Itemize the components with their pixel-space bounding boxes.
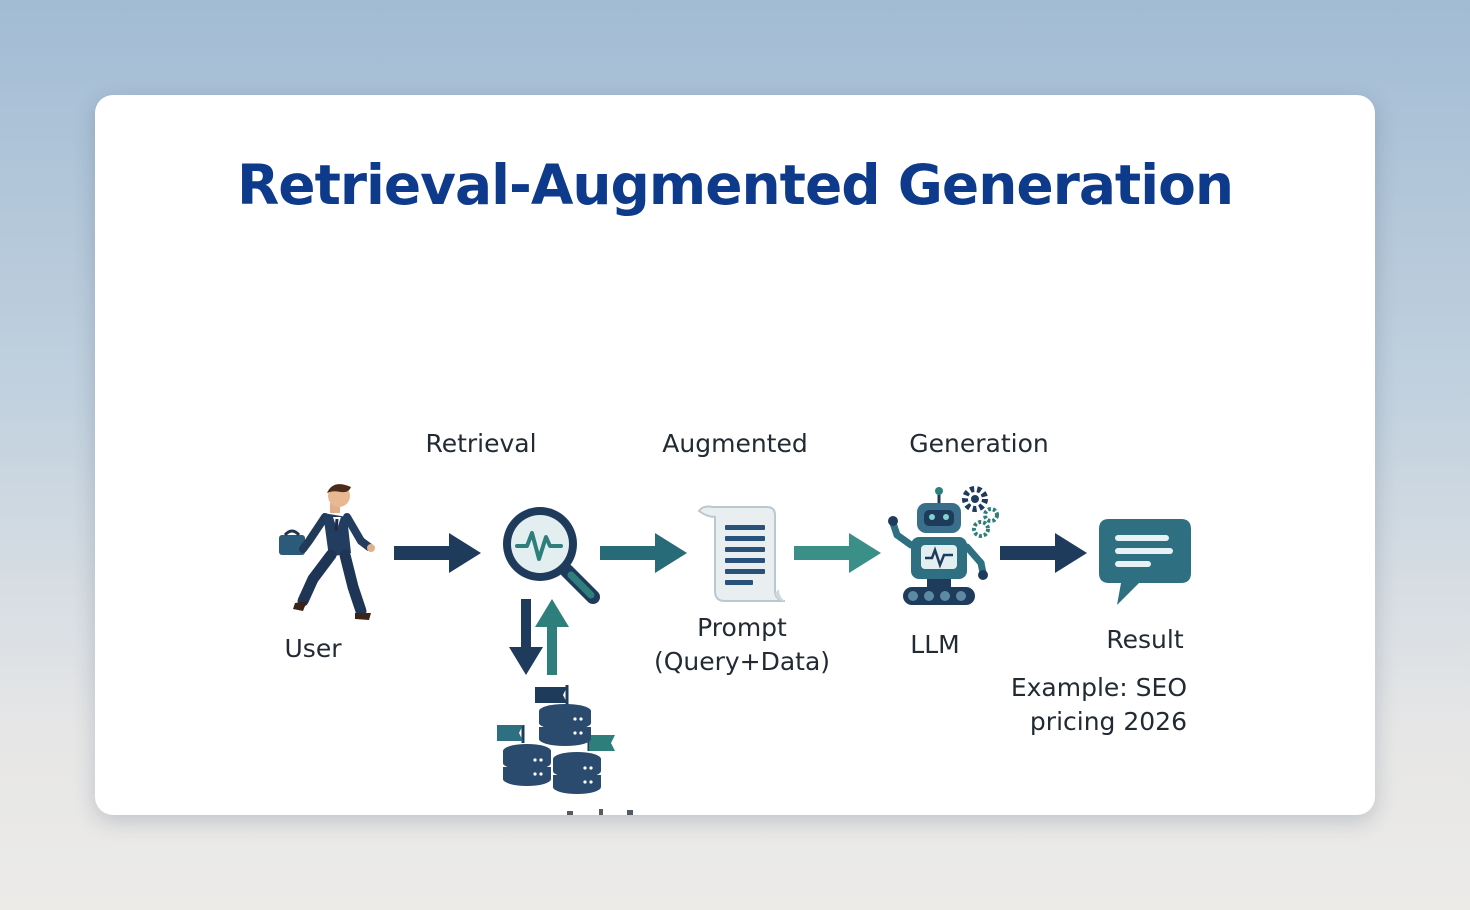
example-line-1: Example: SEO (1010, 673, 1187, 702)
stage-label-retrieval: Retrieval (425, 429, 537, 458)
llm-label: LLM (910, 630, 960, 659)
magnifier-analytics-icon (503, 507, 600, 604)
arrow-augmented-to-generation (794, 533, 881, 573)
arrow-user-to-retrieval (394, 533, 481, 573)
arrow-retrieval-to-augmented (600, 533, 687, 573)
prompt-scroll-icon (697, 505, 786, 602)
user-label: User (284, 634, 342, 663)
prompt-sublabel: (Query+Data) (653, 647, 831, 676)
user-runner-icon (279, 484, 375, 620)
robot-llm-icon (888, 486, 999, 605)
prompt-label: Prompt (697, 613, 787, 642)
arrow-retrieval-database (509, 599, 569, 675)
slide-title: Retrieval-Augmented Generation (236, 153, 1234, 217)
chat-bubble-icon (1099, 519, 1191, 605)
stage-label-augmented: Augmented (662, 429, 808, 458)
slide-card: Retrieval-Augmented Generation Retrieval… (95, 95, 1375, 815)
example-line-2: pricing 2026 (1029, 707, 1187, 736)
database-stack-icon (497, 685, 615, 794)
stage-label-generation: Generation (909, 429, 1049, 458)
database-label-cropped (567, 809, 633, 815)
result-label: Result (1106, 625, 1184, 654)
arrow-generation-to-result (1000, 533, 1087, 573)
